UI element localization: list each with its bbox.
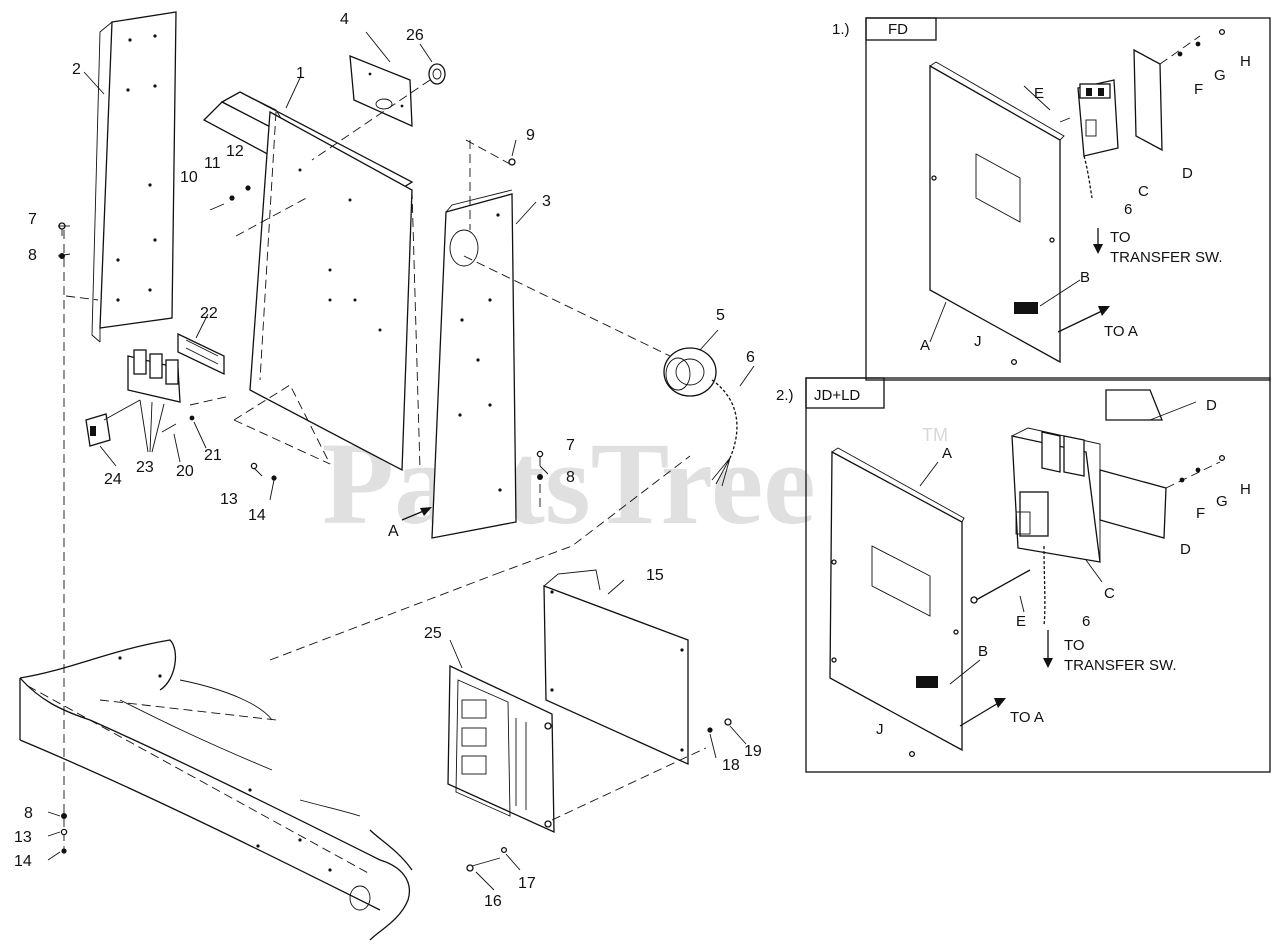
panel-2-transfer-sw: TRANSFER SW.: [1064, 657, 1177, 674]
callout-leaders: [47, 71, 747, 891]
panel-2-label-a: A: [942, 445, 952, 462]
callout-3: 3: [542, 193, 551, 210]
panel-1-label-h: H: [1240, 53, 1251, 70]
part-26-bushing: [311, 43, 446, 161]
callout-20: 20: [176, 463, 194, 480]
callout-1: 1: [296, 65, 305, 82]
part-25-control-board: [447, 664, 707, 834]
panel-1-label-g: G: [1214, 67, 1226, 84]
callout-9: 9: [526, 127, 535, 144]
callout-11: 11: [204, 155, 221, 172]
callout-13a: 13: [220, 491, 238, 508]
callout-a: A: [388, 523, 399, 540]
callout-26: 26: [406, 27, 424, 44]
panel-2-label-6: 6: [1082, 613, 1090, 630]
part-6-harness: [711, 365, 755, 487]
callout-12: 12: [226, 143, 244, 160]
callout-14a: 14: [248, 507, 266, 524]
panel-1-to-a: TO A: [1104, 323, 1138, 340]
callout-10: 10: [180, 169, 198, 186]
watermark-text: PartsTree: [322, 418, 816, 549]
panel-2-number: 2.): [776, 387, 794, 404]
callout-4: 4: [340, 11, 349, 28]
callout-25: 25: [424, 625, 442, 642]
panel-2-label-c: C: [1104, 585, 1115, 602]
watermark: PartsTree TM: [322, 418, 948, 549]
callout-15: 15: [646, 567, 664, 584]
panel-2-label-h: H: [1240, 481, 1251, 498]
callout-16: 16: [484, 893, 502, 910]
callout-22: 22: [200, 305, 218, 322]
panel-2-label-d1: D: [1206, 397, 1217, 414]
callout-6: 6: [746, 349, 755, 366]
inset-panel-1: 1.) FD A B C D E F G H J: [832, 17, 1271, 381]
panel-2-label-j: J: [876, 721, 884, 738]
panel-2-title: JD+LD: [814, 387, 860, 404]
parts-22-23-24-terminals: [85, 332, 231, 453]
panel-1-label-e: E: [1034, 85, 1044, 102]
panel-1-number: 1.): [832, 21, 850, 38]
panel-1-transfer-sw: TRANSFER SW.: [1110, 249, 1223, 266]
part-4-bracket: [349, 31, 413, 128]
callout-19: 19: [744, 743, 762, 760]
callout-17: 17: [518, 875, 536, 892]
callout-14b: 14: [14, 853, 32, 870]
callout-18: 18: [722, 757, 740, 774]
panel-1-label-f: F: [1194, 81, 1203, 98]
panel-1-label-d: D: [1182, 165, 1193, 182]
panel-2-label-e: E: [1016, 613, 1026, 630]
reference-arrow-a: [401, 507, 432, 521]
callout-2: 2: [72, 61, 81, 78]
panel-2-label-d2: D: [1180, 541, 1191, 558]
part-3-side-panel: [431, 139, 671, 539]
panel-2-label-b: B: [978, 643, 988, 660]
callout-8b: 8: [566, 469, 575, 486]
part-5-grommet: [663, 347, 717, 397]
panel-1-title: FD: [888, 21, 908, 38]
callout-24: 24: [104, 471, 122, 488]
panel-1-to: TO: [1110, 229, 1131, 246]
callout-8a: 8: [28, 247, 37, 264]
panel-2-label-f: F: [1196, 505, 1205, 522]
callout-8c: 8: [24, 805, 33, 822]
panel-1-label-6: 6: [1124, 201, 1132, 218]
base-frame: [19, 639, 413, 941]
panel-1-label-j: J: [974, 333, 982, 350]
watermark-trademark: TM: [922, 425, 948, 445]
panel-2-label-g: G: [1216, 493, 1228, 510]
panel-1-label-c: C: [1138, 183, 1149, 200]
callout-21: 21: [204, 447, 222, 464]
part-2-side-panel: [63, 11, 177, 850]
part-15-mounting-plate: [269, 455, 691, 766]
callout-23: 23: [136, 459, 154, 476]
panel-2-to: TO: [1064, 637, 1085, 654]
parts-16-19-fasteners: [466, 718, 732, 872]
callout-5: 5: [716, 307, 725, 324]
inset-panel-2: 2.) JD+LD A B: [776, 377, 1271, 773]
parts-13-14-washer-nut: [60, 462, 277, 854]
callout-13b: 13: [14, 829, 32, 846]
panel-1-label-a: A: [920, 337, 930, 354]
part-1-enclosure: [202, 91, 421, 472]
hardware-fasteners: [58, 158, 544, 510]
panel-1-label-b: B: [1080, 269, 1090, 286]
callout-7b: 7: [566, 437, 575, 454]
main-callouts: 1 2 3 4 5 6 7 7 8 8 8 9 10 11 12 13 13 1…: [14, 11, 762, 910]
callout-7a: 7: [28, 211, 37, 228]
panel-2-to-a: TO A: [1010, 709, 1044, 726]
